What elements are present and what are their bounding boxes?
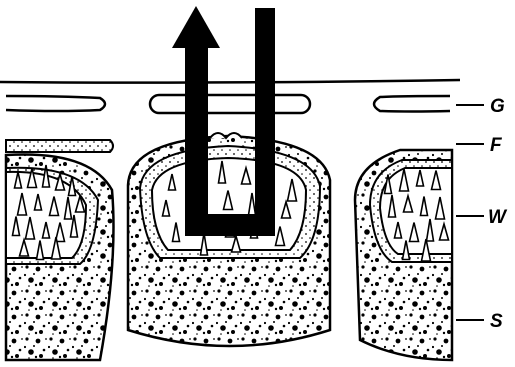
layer-f-left <box>6 140 113 152</box>
layer-g <box>6 95 450 113</box>
label-w: W <box>488 207 508 228</box>
label-leaders <box>456 105 484 320</box>
label-s: S <box>490 311 503 332</box>
cell-center <box>128 136 330 346</box>
label-f: F <box>490 135 503 156</box>
label-g: G <box>490 96 505 117</box>
surface-line <box>0 80 460 83</box>
